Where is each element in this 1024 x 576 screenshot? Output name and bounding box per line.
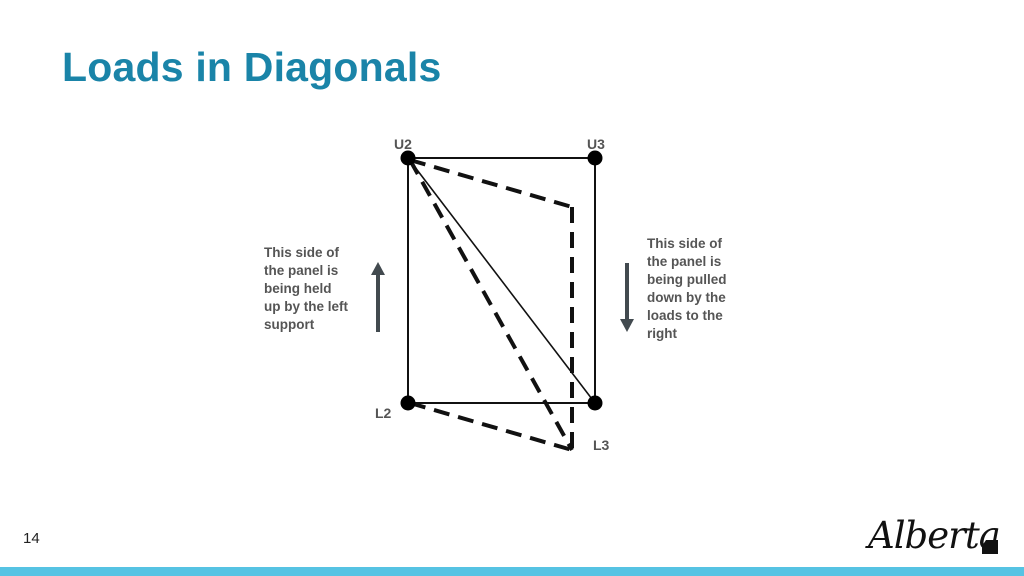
deformed-diagonal — [408, 159, 574, 451]
diagonal-member — [407, 157, 596, 404]
deformed-bottom-chord — [409, 401, 573, 452]
label-l2: L2 — [375, 405, 392, 421]
logo-mark-icon — [982, 540, 998, 554]
joint-l2 — [400, 395, 416, 411]
footer-accent-bar — [0, 567, 1024, 576]
right-load-note: This side of the panel is being pulled d… — [647, 236, 727, 341]
alberta-logo: Alberta — [868, 514, 1004, 564]
panel-outline — [407, 157, 596, 404]
joint-u2 — [400, 150, 416, 166]
deformed-top-chord — [409, 158, 573, 209]
joint-l3 — [587, 395, 603, 411]
label-u2: U2 — [394, 136, 412, 152]
down-arrow-icon — [620, 263, 634, 332]
slide-title: Loads in Diagonals — [62, 44, 442, 90]
up-arrow-icon — [371, 262, 385, 332]
left-support-note: This side of the panel is being held up … — [264, 245, 348, 332]
joint-u3 — [587, 150, 603, 166]
page-number: 14 — [23, 530, 40, 547]
label-l3: L3 — [593, 437, 610, 453]
label-u3: U3 — [587, 136, 605, 152]
logo-wordmark: Alberta — [868, 514, 1001, 557]
